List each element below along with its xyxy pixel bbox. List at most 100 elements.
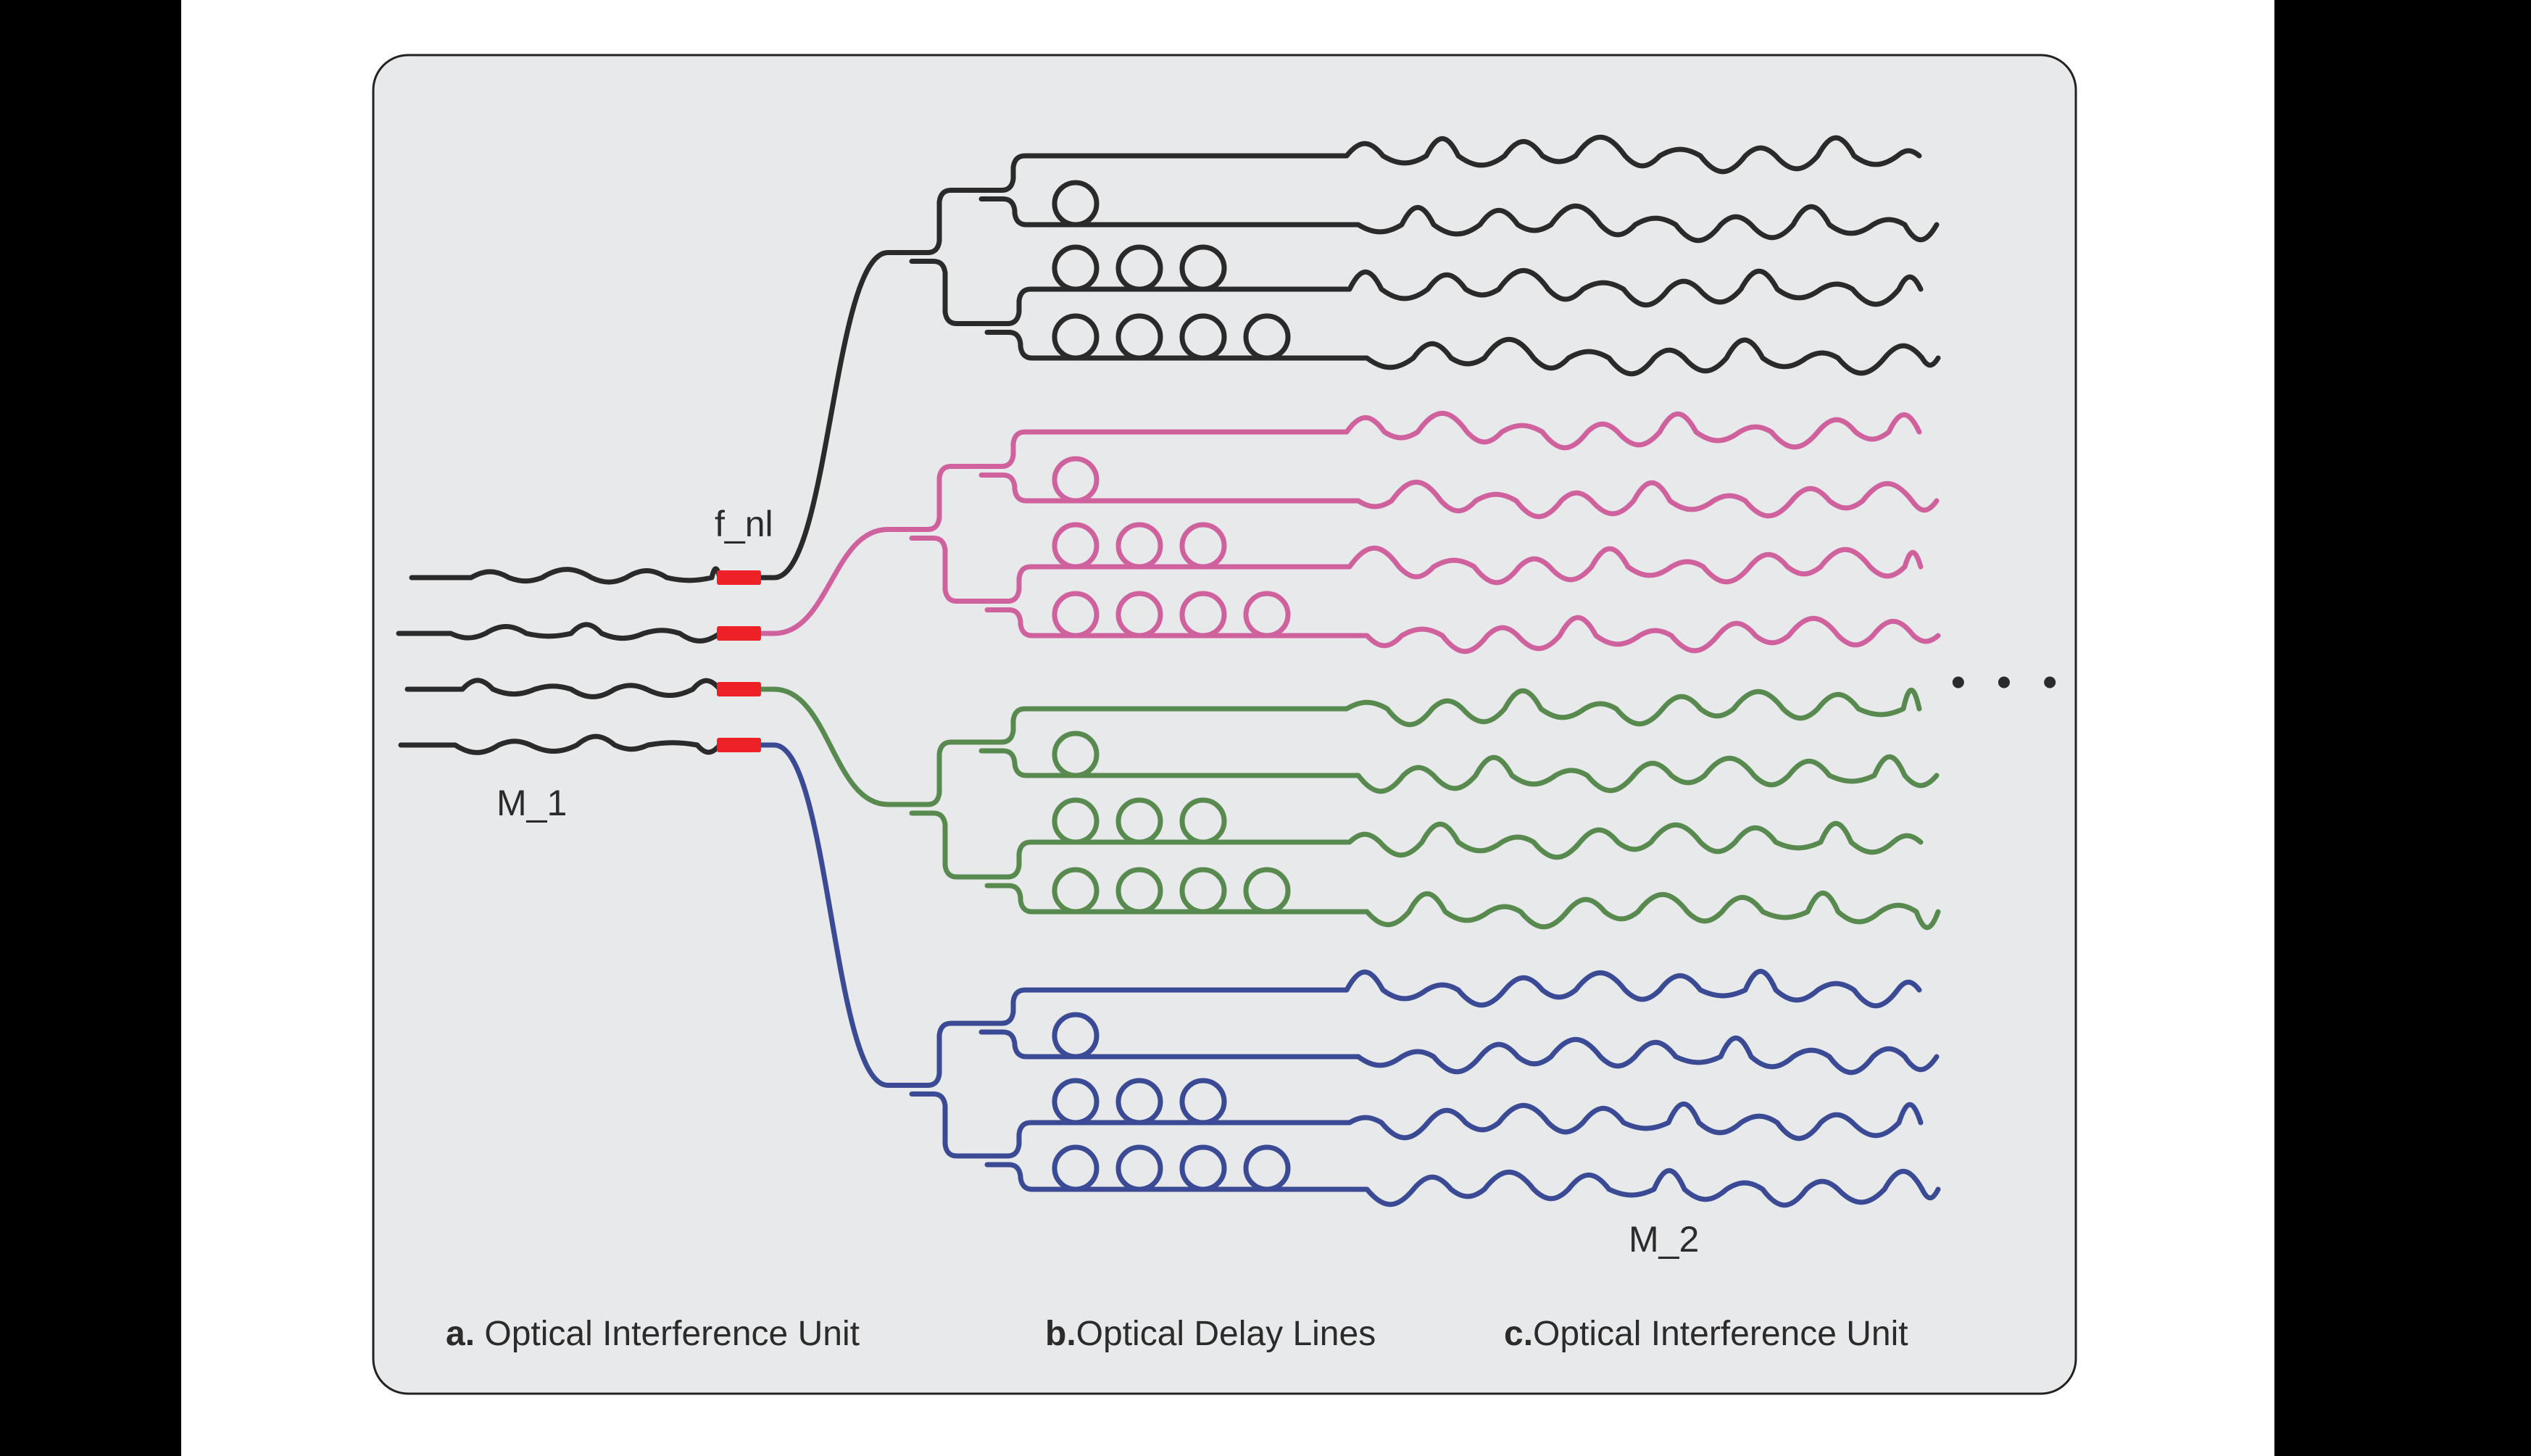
fanout-curve xyxy=(758,250,931,581)
splitter-arm xyxy=(1000,1029,1035,1060)
waveguide-line xyxy=(1029,203,1940,244)
splitter-arm xyxy=(1005,1120,1035,1159)
waveguide-line xyxy=(1029,410,1922,451)
splitter-arm xyxy=(925,464,1005,532)
caption-a-text: Optical Interference Unit xyxy=(475,1315,860,1353)
delay-ring xyxy=(1243,313,1291,361)
waveguide-branch-3-green xyxy=(758,686,1941,931)
delay-ring xyxy=(1243,591,1291,638)
splitter-arm xyxy=(1006,1162,1035,1192)
delay-ring xyxy=(1052,591,1100,638)
delay-ring xyxy=(1052,244,1100,292)
caption-b-text: Optical Delay Lines xyxy=(1076,1315,1376,1353)
splitter-arm xyxy=(931,1091,1010,1159)
splitter-arm xyxy=(1005,286,1035,326)
splitter-arm xyxy=(925,188,1005,255)
delay-ring xyxy=(1052,1144,1100,1192)
splitter-arm xyxy=(1005,564,1035,604)
letterbox-bar-right xyxy=(2274,0,2531,1456)
delay-ring xyxy=(1179,591,1227,638)
input-matrix-label: M_1 xyxy=(496,783,567,823)
splitter-arm xyxy=(1000,196,1035,228)
delay-ring xyxy=(1052,180,1100,228)
waveguide-line xyxy=(1029,545,1924,586)
caption-b-letter: b. xyxy=(1045,1315,1076,1353)
delay-ring xyxy=(1115,867,1163,915)
splitter-arm xyxy=(1000,473,1035,504)
delay-ring xyxy=(1115,797,1163,845)
splitter-arm xyxy=(1005,839,1035,880)
nonlinearity-marker xyxy=(717,738,761,752)
delay-ring xyxy=(1179,797,1227,845)
splitter-arm xyxy=(999,706,1035,745)
splitter-arm xyxy=(1006,883,1035,915)
letterbox-bar-left xyxy=(0,0,181,1456)
delay-ring xyxy=(1115,522,1163,570)
delay-ring xyxy=(1052,797,1100,845)
caption-c: c.Optical Interference Unit xyxy=(1504,1315,1908,1353)
waveguide-branch-4-blue xyxy=(758,742,1941,1208)
figure-panel xyxy=(372,54,2077,1395)
waveguide-line xyxy=(1029,688,1922,728)
delay-ring xyxy=(1115,1078,1163,1126)
delay-ring xyxy=(1052,313,1100,361)
delay-ring xyxy=(1052,731,1100,778)
waveguide-line xyxy=(1029,754,1940,794)
splitter-arm xyxy=(1006,607,1035,638)
caption-c-text: Optical Interference Unit xyxy=(1533,1315,1908,1353)
fanout-curve xyxy=(758,686,931,807)
delay-ring xyxy=(1052,867,1100,915)
delay-ring xyxy=(1052,1078,1100,1126)
fanout-curve xyxy=(758,742,931,1088)
delay-ring xyxy=(1052,456,1100,504)
nonlinearity-markers xyxy=(717,570,761,752)
delay-ring xyxy=(1179,1144,1227,1192)
nonlinearity-marker xyxy=(717,626,761,641)
splitter-arm xyxy=(931,259,1010,326)
splitter-arm xyxy=(999,987,1035,1026)
nonlinearity-marker xyxy=(717,570,761,585)
input-waveguide xyxy=(396,622,723,644)
waveguide-line xyxy=(1029,134,1922,175)
nonlinearity-label: f_nl xyxy=(715,504,773,544)
waveguide-branch-2-pink xyxy=(758,410,1941,654)
waveguide-line xyxy=(1029,968,1922,1009)
input-waveguides xyxy=(396,566,723,755)
caption-b: b.Optical Delay Lines xyxy=(1045,1315,1376,1353)
waveguide-line xyxy=(1029,1101,1924,1141)
caption-c-letter: c. xyxy=(1504,1315,1533,1353)
nonlinearity-marker xyxy=(717,682,761,696)
delay-ring xyxy=(1115,1144,1163,1192)
waveguide-line xyxy=(1029,820,1924,860)
delay-ring xyxy=(1179,1078,1227,1126)
delay-ring xyxy=(1179,867,1227,915)
waveguide-line xyxy=(1029,267,1924,308)
delay-ring xyxy=(1115,244,1163,292)
continuation-dots: • • • xyxy=(1951,659,2067,704)
splitter-arm xyxy=(931,810,1010,880)
waveguide-diagram xyxy=(396,134,1941,1208)
splitter-arm xyxy=(925,1020,1005,1088)
waveguide-branch-1-black xyxy=(758,134,1941,581)
fanout-curve xyxy=(758,527,931,636)
caption-a-letter: a. xyxy=(446,1315,475,1353)
delay-ring xyxy=(1243,1144,1291,1192)
waveguide-line xyxy=(1029,479,1940,520)
delay-ring xyxy=(1179,522,1227,570)
input-waveguide xyxy=(404,678,723,699)
waveguide-line xyxy=(1029,615,1941,654)
input-waveguide xyxy=(398,733,723,755)
waveguide-line xyxy=(1029,890,1941,931)
delay-ring xyxy=(1115,591,1163,638)
delay-ring xyxy=(1179,244,1227,292)
splitter-arm xyxy=(1006,330,1035,361)
delay-ring xyxy=(1052,1012,1100,1060)
waveguide-line xyxy=(1029,1035,1940,1076)
waveguide-line xyxy=(1029,1168,1941,1208)
delay-ring xyxy=(1179,313,1227,361)
delay-ring xyxy=(1115,313,1163,361)
caption-a: a. Optical Interference Unit xyxy=(446,1315,860,1353)
waveguide-line xyxy=(1029,336,1941,377)
splitter-arm xyxy=(999,429,1035,469)
output-matrix-label: M_2 xyxy=(1629,1219,1699,1260)
